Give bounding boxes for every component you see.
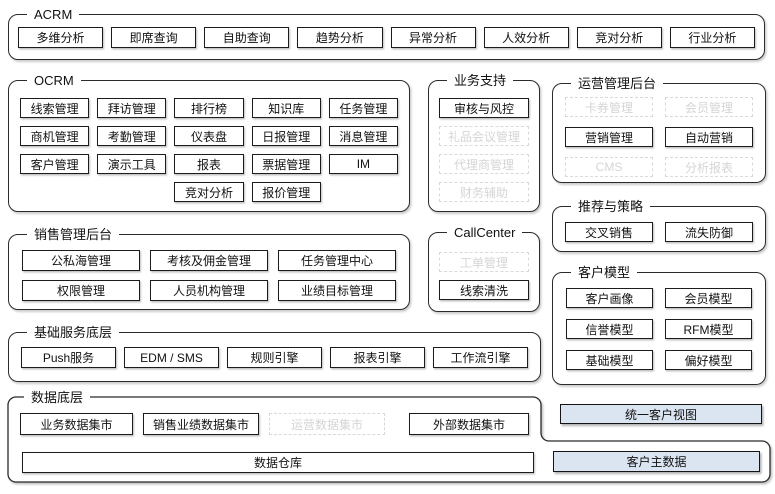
module-box: Push服务 <box>21 347 116 368</box>
section-recommend-title: 推荐与策略 <box>571 199 651 214</box>
module-box-disabled: 工单管理 <box>439 252 529 272</box>
module-box: 销售业绩数据集市 <box>143 413 259 435</box>
module-box: 营销管理 <box>565 127 653 147</box>
data-warehouse-box: 数据仓库 <box>22 452 534 473</box>
module-box: 行业分析 <box>669 27 755 48</box>
module-box: 票据管理 <box>251 154 321 174</box>
module-box: IM <box>328 154 398 174</box>
module-box: 偏好模型 <box>665 350 752 370</box>
section-callcenter-title: CallCenter <box>447 225 523 240</box>
module-box: 竞对分析 <box>576 27 662 48</box>
section-biz-support: 业务支持 审核与风控 礼品会议管理 代理商管理 财务辅助 <box>428 73 540 212</box>
section-ops-admin-title: 运营管理后台 <box>571 76 664 91</box>
module-box: 信誉模型 <box>566 319 653 339</box>
module-box: 业务数据集市 <box>20 413 133 435</box>
customer-model-modules: 客户画像 会员模型 信誉模型 RFM模型 基础模型 偏好模型 <box>553 273 765 370</box>
module-box: 任务管理中心 <box>278 250 396 271</box>
module-box: 仪表盘 <box>174 126 244 146</box>
module-box: 排行榜 <box>174 98 244 118</box>
section-data-layer-title: 数据底层 <box>24 390 91 405</box>
module-box: 自动营销 <box>665 127 753 147</box>
module-box: 工作流引擎 <box>433 347 528 368</box>
module-box: 竞对分析 <box>174 182 244 202</box>
section-ocrm-title: OCRM <box>27 73 81 88</box>
section-customer-model-title: 客户模型 <box>571 265 638 280</box>
module-box: 报价管理 <box>251 182 321 202</box>
sales-admin-modules: 公私海管理 考核及佣金管理 任务管理中心 权限管理 人员机构管理 业绩目标管理 <box>9 235 409 301</box>
module-box: 业绩目标管理 <box>278 280 396 301</box>
module-box: 演示工具 <box>97 154 167 174</box>
module-box: 报表 <box>174 154 244 174</box>
section-ops-admin: 运营管理后台 卡券管理 会员管理 营销管理 自动营销 CMS 分析报表 <box>552 76 766 183</box>
module-box: 拜访管理 <box>97 98 167 118</box>
module-box: 商机管理 <box>20 126 90 146</box>
section-callcenter: CallCenter 工单管理 线索清洗 <box>428 225 540 312</box>
module-box-disabled: 会员管理 <box>665 97 753 117</box>
module-box-disabled: 分析报表 <box>665 157 753 177</box>
module-box: 多维分析 <box>18 27 104 48</box>
data-marts-row: 业务数据集市 销售业绩数据集市 运营数据集市 外部数据集市 <box>20 413 529 435</box>
module-box: 消息管理 <box>328 126 398 146</box>
section-acrm-title: ACRM <box>27 7 80 22</box>
module-box: 线索管理 <box>20 98 90 118</box>
module-box: 即席查询 <box>111 27 197 48</box>
section-acrm: ACRM 多维分析 即席查询 自助查询 趋势分析 异常分析 人效分析 竞对分析 … <box>8 7 765 60</box>
module-box: 考核及佣金管理 <box>150 250 268 271</box>
module-box: EDM / SMS <box>124 347 219 368</box>
module-box: 趋势分析 <box>297 27 383 48</box>
module-box: 基础模型 <box>566 350 653 370</box>
module-box: 日报管理 <box>251 126 321 146</box>
module-box-disabled: CMS <box>565 157 653 177</box>
section-sales-admin: 销售管理后台 公私海管理 考核及佣金管理 任务管理中心 权限管理 人员机构管理 … <box>8 227 410 310</box>
module-box: 知识库 <box>251 98 321 118</box>
section-ocrm: OCRM 线索管理 拜访管理 排行榜 知识库 任务管理 商机管理 考勤管理 仪表… <box>8 73 410 212</box>
module-box: 异常分析 <box>390 27 476 48</box>
module-box-disabled: 财务辅助 <box>439 182 529 202</box>
acrm-modules: 多维分析 即席查询 自助查询 趋势分析 异常分析 人效分析 竞对分析 行业分析 <box>9 15 764 48</box>
section-base-services: 基础服务底层 Push服务 EDM / SMS 规则引擎 报表引擎 工作流引擎 <box>8 325 541 382</box>
module-box: 交叉销售 <box>565 222 653 242</box>
ops-admin-modules: 卡券管理 会员管理 营销管理 自动营销 CMS 分析报表 <box>553 84 765 177</box>
unified-customer-view-box: 统一客户视图 <box>560 404 762 424</box>
callcenter-modules: 工单管理 线索清洗 <box>429 233 539 300</box>
base-services-modules: Push服务 EDM / SMS 规则引擎 报表引擎 工作流引擎 <box>9 333 540 368</box>
section-customer-model: 客户模型 客户画像 会员模型 信誉模型 RFM模型 基础模型 偏好模型 <box>552 265 766 385</box>
module-box: RFM模型 <box>665 319 752 339</box>
module-box: 客户管理 <box>20 154 90 174</box>
module-box: 会员模型 <box>665 288 752 308</box>
section-base-services-title: 基础服务底层 <box>27 325 120 340</box>
module-box: 审核与风控 <box>439 98 529 118</box>
module-box: 公私海管理 <box>22 250 140 271</box>
module-box: 人效分析 <box>483 27 569 48</box>
section-recommend: 推荐与策略 交叉销售 流失防御 <box>552 199 766 252</box>
section-biz-support-title: 业务支持 <box>447 73 514 88</box>
section-sales-admin-title: 销售管理后台 <box>27 227 120 242</box>
customer-master-data-box: 客户主数据 <box>553 451 760 472</box>
module-box-disabled: 卡券管理 <box>565 97 653 117</box>
module-box: 任务管理 <box>328 98 398 118</box>
module-box: 外部数据集市 <box>409 413 529 435</box>
biz-support-modules: 审核与风控 礼品会议管理 代理商管理 财务辅助 <box>429 81 539 202</box>
module-box: 考勤管理 <box>97 126 167 146</box>
recommend-modules: 交叉销售 流失防御 <box>553 207 765 242</box>
module-box-disabled: 礼品会议管理 <box>439 126 529 146</box>
module-box: 客户画像 <box>566 288 653 308</box>
module-box: 流失防御 <box>665 222 753 242</box>
ocrm-modules: 线索管理 拜访管理 排行榜 知识库 任务管理 商机管理 考勤管理 仪表盘 日报管… <box>9 81 409 202</box>
module-box: 自助查询 <box>204 27 290 48</box>
module-box: 报表引擎 <box>330 347 425 368</box>
module-box: 线索清洗 <box>439 280 529 300</box>
module-box-disabled: 运营数据集市 <box>269 413 385 435</box>
module-box: 人员机构管理 <box>150 280 268 301</box>
module-box-disabled: 代理商管理 <box>439 154 529 174</box>
module-box: 规则引擎 <box>227 347 322 368</box>
module-box: 权限管理 <box>22 280 140 301</box>
